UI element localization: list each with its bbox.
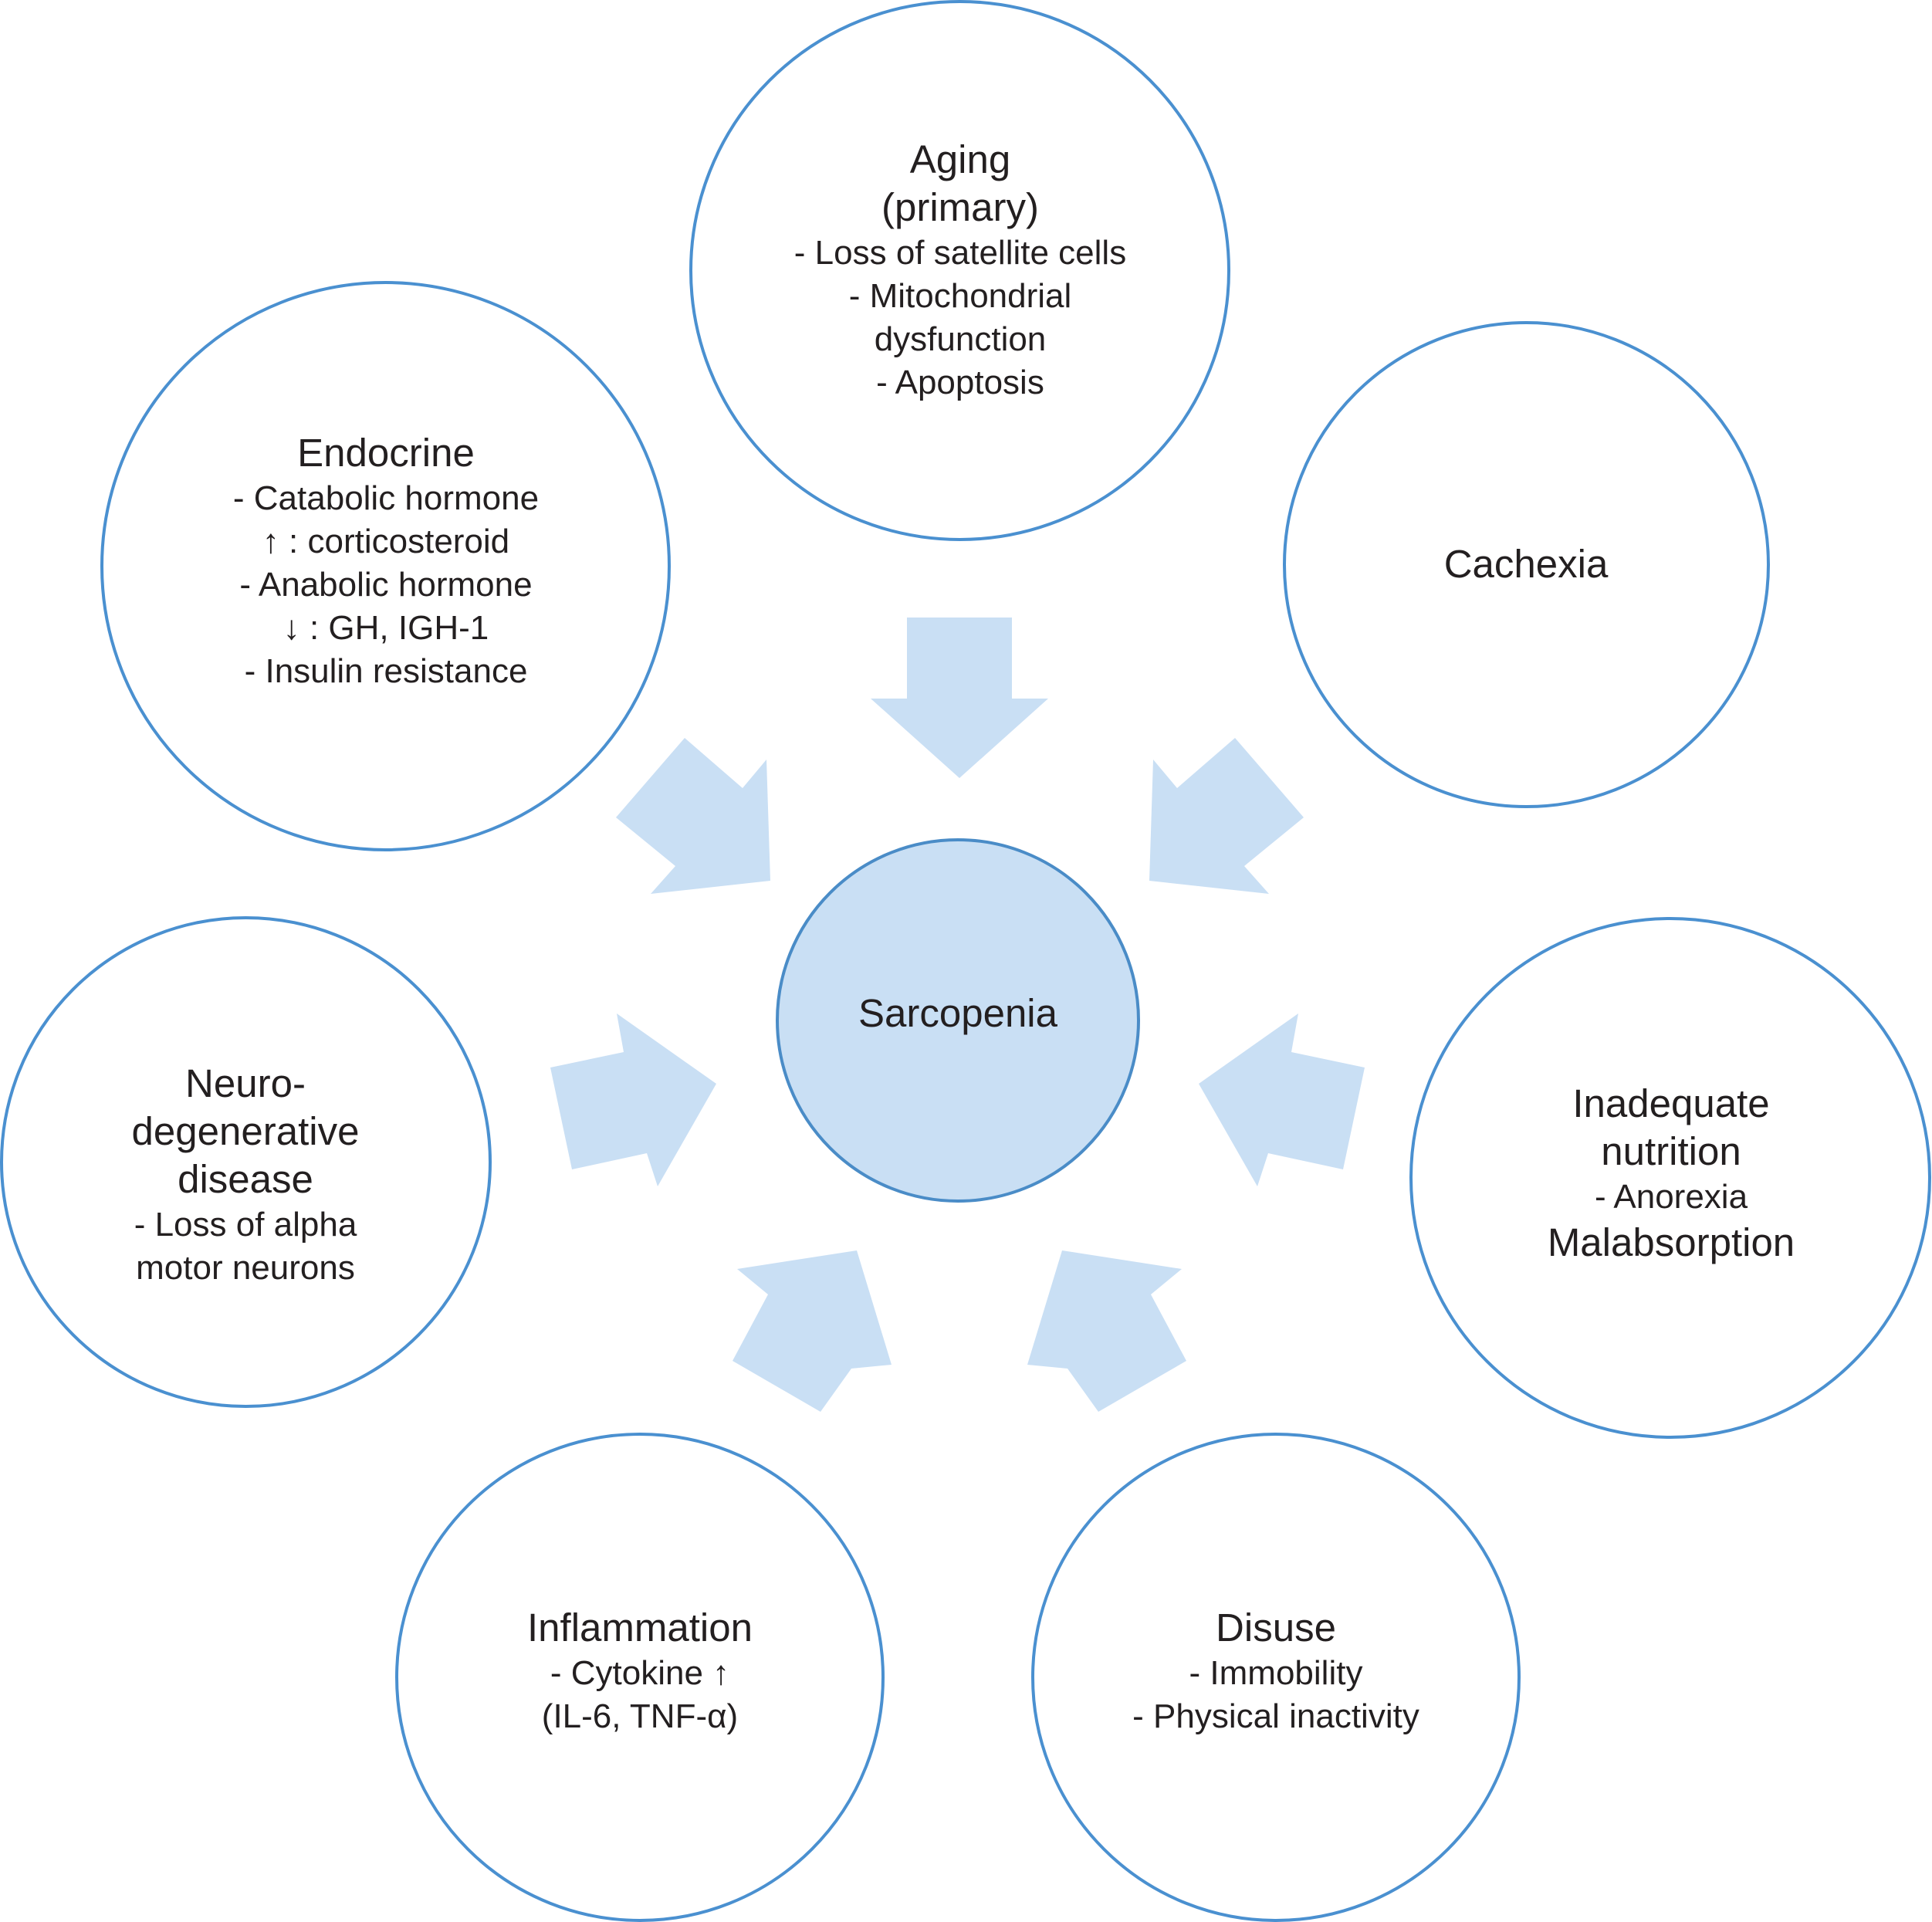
aging-detail-3: dysfunction bbox=[874, 320, 1047, 358]
endocrine-detail-3: - Anabolic hormone bbox=[239, 566, 533, 604]
sarcopenia-circle bbox=[776, 838, 1140, 1203]
cachexia-title: Cachexia bbox=[1443, 542, 1609, 586]
inflammation-circle bbox=[395, 1433, 885, 1922]
disuse-label: Disuse - Immobility - Physical inactivit… bbox=[1132, 1604, 1419, 1738]
neuro-label: Neuro- degenerative disease - Loss of al… bbox=[132, 1060, 360, 1290]
aging-detail-1: - Loss of satellite cells bbox=[793, 234, 1127, 272]
nutrition-circle bbox=[1409, 917, 1931, 1439]
arrow-from-nutrition bbox=[1199, 1013, 1365, 1186]
cachexia-circle bbox=[1283, 321, 1770, 808]
disuse-title: Disuse bbox=[1216, 1606, 1336, 1650]
neuro-circle bbox=[0, 916, 492, 1408]
sarcopenia-title: Sarcopenia bbox=[858, 991, 1058, 1035]
nutrition-title-line-1: Inadequate bbox=[1572, 1081, 1770, 1125]
nutrition-label: Inadequate nutrition - Anorexia Malabsor… bbox=[1548, 1080, 1795, 1267]
arrow-from-inflammation bbox=[733, 1250, 892, 1412]
aging-label: Aging (primary) - Loss of satellite cell… bbox=[794, 136, 1126, 404]
neuro-title-line-1: Neuro- bbox=[185, 1061, 306, 1105]
arrow-from-disuse bbox=[1027, 1250, 1186, 1412]
endocrine-circle bbox=[100, 281, 671, 851]
aging-circle bbox=[689, 0, 1230, 541]
neuro-title-line-3: disease bbox=[178, 1157, 313, 1201]
endocrine-label: Endocrine - Catabolic hormone ↑ : cortic… bbox=[233, 429, 539, 693]
neuro-title-line-2: degenerative bbox=[131, 1109, 360, 1153]
endocrine-detail-5: - Insulin resistance bbox=[244, 652, 528, 690]
cachexia-label: Cachexia bbox=[1444, 540, 1609, 588]
sarcopenia-label: Sarcopenia bbox=[858, 990, 1057, 1037]
arrow-from-neuro bbox=[550, 1013, 716, 1186]
nutrition-detail-2: Malabsorption bbox=[1547, 1220, 1795, 1264]
nutrition-title-line-2: nutrition bbox=[1601, 1129, 1741, 1173]
endocrine-title: Endocrine bbox=[297, 431, 475, 475]
endocrine-detail-2: ↑ : corticosteroid bbox=[262, 523, 510, 560]
aging-detail-4: - Apoptosis bbox=[876, 364, 1044, 401]
disuse-detail-1: - Immobility bbox=[1189, 1654, 1363, 1692]
inflammation-label: Inflammation - Cytokine ↑ (IL-6, TNF-α) bbox=[527, 1604, 753, 1738]
endocrine-detail-4: ↓ : GH, IGH-1 bbox=[283, 609, 489, 647]
neuro-detail-1: - Loss of alpha bbox=[134, 1206, 357, 1244]
inflammation-detail-1: - Cytokine ↑ bbox=[550, 1654, 730, 1692]
endocrine-detail-1: - Catabolic hormone bbox=[232, 479, 540, 517]
aging-title-line-2: (primary) bbox=[881, 185, 1039, 229]
aging-title-line-1: Aging bbox=[909, 137, 1011, 181]
disuse-detail-2: - Physical inactivity bbox=[1132, 1697, 1419, 1735]
arrow-from-aging bbox=[871, 618, 1048, 778]
inflammation-detail-2: (IL-6, TNF-α) bbox=[541, 1697, 739, 1735]
arrow-from-endocrine bbox=[616, 738, 770, 894]
arrow-from-cachexia bbox=[1149, 738, 1304, 894]
nutrition-detail-1: - Anorexia bbox=[1594, 1178, 1748, 1216]
inflammation-title: Inflammation bbox=[527, 1606, 753, 1650]
aging-detail-2: - Mitochondrial bbox=[848, 277, 1072, 315]
neuro-detail-2: motor neurons bbox=[136, 1249, 355, 1287]
